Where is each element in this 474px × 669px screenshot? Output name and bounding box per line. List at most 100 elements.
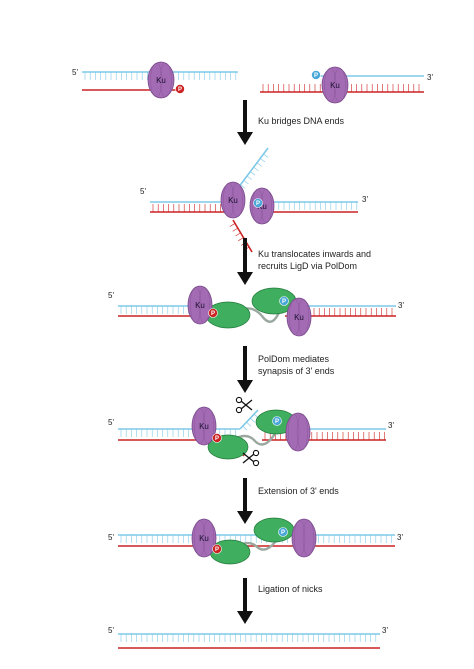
five-prime-label: 5' — [72, 68, 78, 77]
phosphate-marker — [278, 527, 288, 537]
top-strand-overhang — [239, 409, 259, 430]
ku-ring-edge — [150, 62, 163, 98]
ku-ring-edge — [252, 188, 264, 224]
ku-protein — [286, 297, 312, 337]
phosphate-label: P — [281, 530, 285, 536]
ku-ring-edge — [333, 67, 346, 103]
five-prime-label: 5' — [108, 418, 114, 427]
phosphate-marker — [208, 308, 218, 318]
ku-label: Ku — [195, 301, 205, 310]
base-tick — [263, 153, 269, 158]
ku-ring — [291, 518, 317, 558]
scissors-handle — [235, 406, 243, 414]
five-prime-label: 5' — [108, 626, 114, 635]
ku-ring-edge — [231, 182, 243, 218]
three-prime-label: 3' — [397, 533, 403, 542]
scissors-handle — [235, 396, 243, 404]
step-label: PolDom mediates — [258, 354, 330, 364]
phosphate-label: P — [178, 87, 182, 93]
base-tick — [253, 166, 259, 172]
ku-ring — [321, 66, 349, 104]
scissors-handle — [252, 459, 260, 467]
ku-protein — [321, 66, 349, 104]
phosphate-marker — [212, 544, 222, 554]
phosphate-label: P — [275, 419, 279, 425]
ku-protein — [249, 187, 275, 225]
step-label: Ku bridges DNA ends — [258, 116, 345, 126]
ku-protein — [191, 406, 217, 446]
dna-strands — [82, 71, 424, 649]
ku-ring-edge — [190, 286, 202, 324]
ku-ring — [191, 518, 217, 558]
ku-ring — [191, 406, 217, 446]
base-tick — [240, 184, 246, 189]
ku-label: Ku — [228, 196, 238, 205]
ku-protein — [285, 412, 311, 452]
three-prime-label: 3' — [382, 626, 388, 635]
base-tick — [235, 232, 241, 237]
down-arrow-icon — [237, 511, 253, 524]
ku-label: Ku — [330, 81, 340, 90]
three-prime-label: 3' — [362, 195, 368, 204]
step-label: Ligation of nicks — [258, 584, 323, 594]
phosphate-marker — [212, 433, 222, 443]
ku-label: Ku — [156, 76, 166, 85]
ku-ring — [220, 181, 246, 219]
down-arrow-icon — [237, 272, 253, 285]
bottom-strand-overhang — [232, 219, 253, 253]
ku-ring-edge — [202, 407, 214, 445]
ku-ring — [187, 285, 213, 325]
step-arrows — [237, 100, 253, 624]
ku-ring-edge — [302, 519, 314, 557]
phosphate-label: P — [256, 201, 260, 207]
phosphate-marker — [253, 198, 263, 208]
scissors-icon — [235, 396, 253, 414]
ku-ring-edge — [198, 286, 210, 324]
ku-protein — [220, 181, 246, 219]
ku-protein — [187, 285, 213, 325]
ku-ring-edge — [289, 298, 301, 336]
ku-ring-edge — [296, 413, 308, 451]
step-label: recruits LigD via PolDom — [258, 261, 357, 271]
five-prime-label: 5' — [140, 187, 146, 196]
ku-label: Ku — [199, 422, 209, 431]
base-tick — [250, 417, 255, 423]
down-arrow-icon — [237, 132, 253, 145]
phosphate-label: P — [314, 73, 318, 79]
base-tick — [232, 227, 239, 232]
step-label: Ku translocates inwards and — [258, 249, 371, 259]
ku-ring-edge — [202, 519, 214, 557]
text-labels: 5'3'5'3'5'3'5'3'5'3'5'3'Ku bridges DNA e… — [72, 68, 433, 635]
scissors-blade — [240, 399, 253, 411]
base-tick — [238, 237, 244, 241]
ku-label: Ku — [199, 534, 209, 543]
phosphate-marker — [175, 84, 185, 94]
base-tick — [256, 162, 262, 167]
ku-protein — [191, 518, 217, 558]
five-prime-label: 5' — [108, 533, 114, 542]
three-prime-label: 3' — [398, 301, 404, 310]
three-prime-label: 3' — [427, 73, 433, 82]
down-arrow-icon — [237, 380, 253, 393]
ku-ring-edge — [159, 62, 172, 98]
ku-protein — [147, 61, 175, 99]
base-tick — [246, 175, 252, 180]
top-strand-overhang — [237, 147, 269, 189]
ligd-domain — [253, 517, 295, 543]
ku-ring-edge — [223, 182, 235, 218]
base-tick — [242, 425, 248, 431]
ku-ring — [285, 412, 311, 452]
phosphate-marker — [311, 70, 321, 80]
base-tick — [250, 171, 256, 176]
step-label: Extension of 3' ends — [258, 486, 339, 496]
phosphate-label: P — [282, 299, 286, 305]
base-tick — [229, 223, 236, 227]
five-prime-label: 5' — [108, 291, 114, 300]
base-tick — [246, 421, 252, 427]
ku-ring-edge — [324, 67, 337, 103]
base-tick — [243, 180, 249, 185]
phosphate-label: P — [215, 436, 219, 442]
base-tick — [260, 158, 266, 163]
